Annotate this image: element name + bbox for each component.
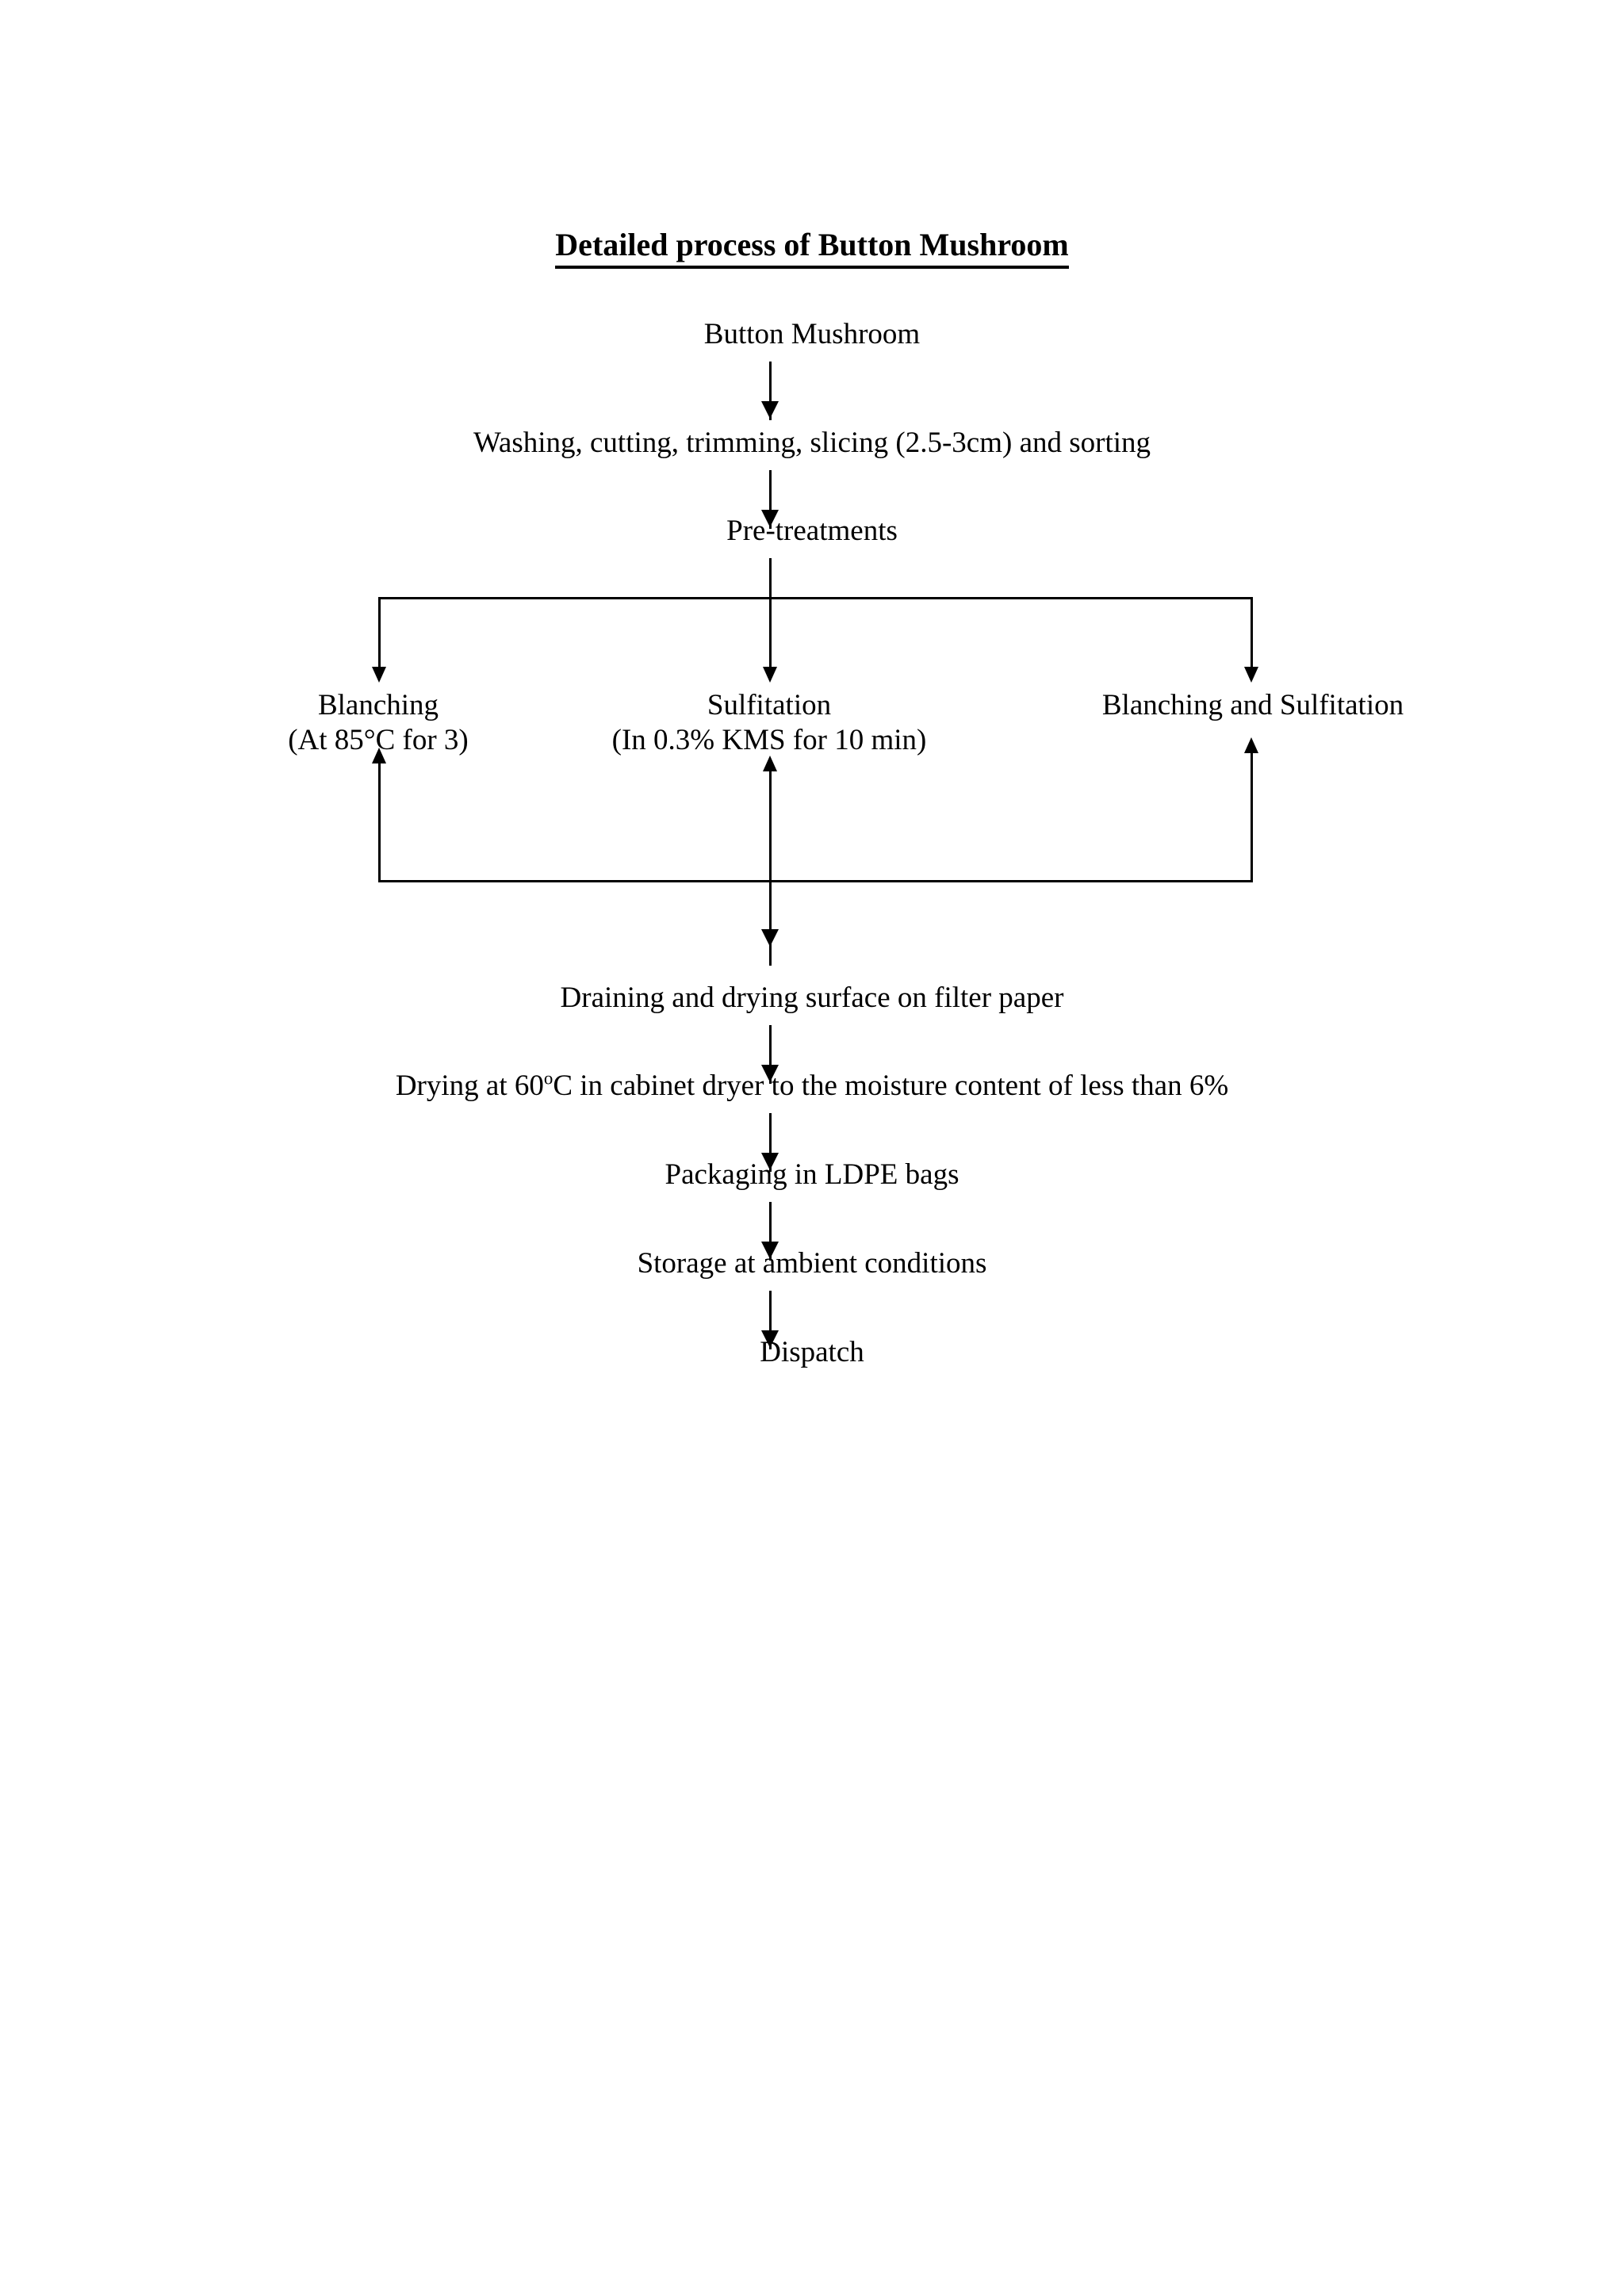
arrowhead-up-merge-right	[1244, 737, 1258, 753]
merge-bus-horizontal	[378, 880, 1253, 882]
page-title-text: Detailed process of Button Mushroom	[555, 226, 1069, 269]
merge-branch-right-line	[1251, 752, 1253, 882]
arrowhead-down-packaging-to-storage	[761, 1242, 779, 1259]
flow-node-label-part1: Drying at 60	[395, 1070, 544, 1102]
connector-storage-to-dispatch	[769, 1291, 772, 1349]
flow-node-dispatch: Dispatch	[0, 1335, 1624, 1370]
flow-node-label: Pre-treatments	[726, 515, 898, 547]
flow-node-label: Draining and drying surface on filter pa…	[560, 982, 1064, 1014]
page-title: Detailed process of Button Mushroom	[0, 226, 1624, 269]
flow-node-label: Washing, cutting, trimming, slicing (2.5…	[473, 427, 1151, 459]
flow-node-detail: (In 0.3% KMS for 10 min)	[611, 723, 927, 756]
split-bus-horizontal	[378, 597, 1253, 599]
flow-node-drying: Drying at 60oC in cabinet dryer to the m…	[0, 1069, 1624, 1104]
merge-branch-center-line	[769, 770, 772, 882]
flow-node-label: Blanching	[317, 689, 439, 721]
superscript-degree-icon: o	[543, 1068, 553, 1089]
arrowhead-down-prep-to-pretreatments	[761, 510, 779, 527]
connector-prep-to-pretreatments	[769, 470, 772, 529]
arrowhead-down-draining-to-drying	[761, 1065, 779, 1082]
split-branch-center-line	[769, 597, 772, 668]
flow-node-blanching-and-sulfitation: Blanching and Sulfitation	[1055, 688, 1451, 723]
flow-node-label: Button Mushroom	[703, 318, 921, 350]
split-branch-right-line	[1251, 597, 1253, 668]
flow-node-draining: Draining and drying surface on filter pa…	[0, 981, 1624, 1016]
arrowhead-down-merge-to-draining	[761, 929, 779, 947]
flow-node-label-part2: C in cabinet dryer to the moisture conte…	[553, 1070, 1229, 1102]
arrowhead-down-branch-left	[372, 667, 386, 683]
connector-draining-to-drying	[769, 1025, 772, 1084]
flow-node-preparation: Washing, cutting, trimming, slicing (2.5…	[0, 426, 1624, 461]
connector-start-to-prep	[769, 362, 772, 420]
flow-node-button-mushroom: Button Mushroom	[0, 317, 1624, 352]
merge-branch-left-line	[378, 762, 381, 882]
arrowhead-down-start-to-prep	[761, 401, 779, 419]
flow-node-label: Sulfitation	[707, 689, 832, 721]
connector-drying-to-packaging	[769, 1113, 772, 1172]
flow-node-packaging: Packaging in LDPE bags	[0, 1158, 1624, 1192]
flow-node-storage: Storage at ambient conditions	[0, 1246, 1624, 1281]
arrowhead-up-merge-left	[372, 748, 386, 763]
flow-node-label: Dispatch	[760, 1336, 864, 1368]
arrowhead-down-branch-right	[1244, 667, 1258, 683]
arrowhead-down-drying-to-packaging	[761, 1153, 779, 1170]
connector-pretreatments-to-split-bus	[769, 558, 772, 599]
flow-node-sulfitation: Sulfitation (In 0.3% KMS for 10 min)	[547, 688, 991, 757]
arrowhead-up-merge-center	[763, 756, 777, 771]
arrowhead-down-storage-to-dispatch	[761, 1330, 779, 1348]
arrowhead-down-branch-center	[763, 667, 777, 683]
flow-node-pretreatments: Pre-treatments	[0, 514, 1624, 549]
connector-packaging-to-storage	[769, 1202, 772, 1261]
connector-merge-to-draining	[769, 880, 772, 966]
flow-node-label: Packaging in LDPE bags	[665, 1158, 959, 1191]
flow-node-blanching: Blanching (At 85°C for 3)	[188, 688, 569, 757]
split-branch-left-line	[378, 597, 381, 668]
flow-node-label: Blanching and Sulfitation	[1101, 689, 1404, 721]
flow-node-label: Storage at ambient conditions	[637, 1247, 987, 1280]
